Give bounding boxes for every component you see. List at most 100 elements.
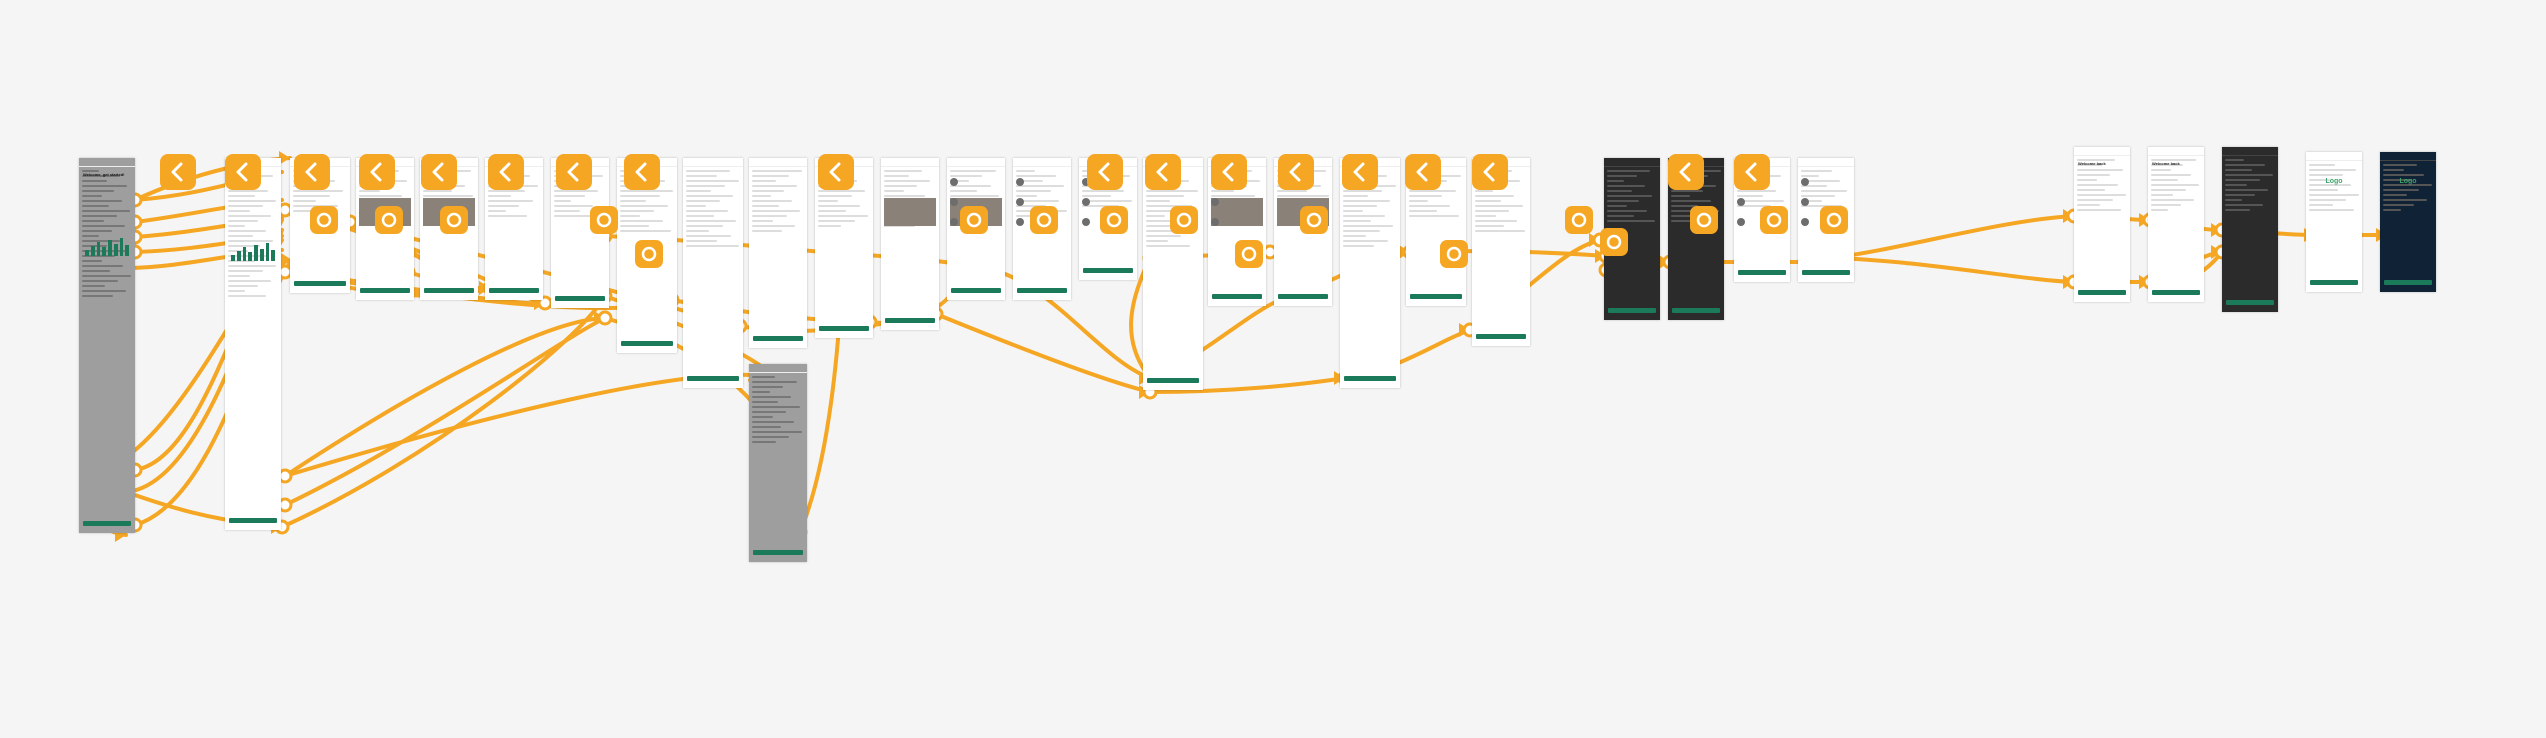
flow-connector-icon[interactable]	[597, 310, 613, 326]
interaction-hotspot[interactable]	[1760, 206, 1788, 234]
interaction-hotspot[interactable]	[1030, 206, 1058, 234]
primary-button[interactable]	[621, 341, 673, 346]
back-navigation-button[interactable]	[1342, 154, 1378, 190]
prototype-screen-frame[interactable]	[749, 364, 807, 562]
primary-button[interactable]	[1017, 288, 1067, 293]
primary-button[interactable]	[83, 521, 131, 526]
back-navigation-button[interactable]	[1405, 154, 1441, 190]
primary-button[interactable]	[819, 326, 869, 331]
prototype-connection[interactable]	[1828, 256, 2076, 284]
interaction-hotspot[interactable]	[310, 206, 338, 234]
screen-content-row	[228, 295, 267, 297]
back-navigation-button[interactable]	[1472, 154, 1508, 190]
primary-button[interactable]	[555, 296, 605, 301]
interaction-hotspot[interactable]	[635, 240, 663, 268]
back-navigation-button[interactable]	[556, 154, 592, 190]
prototype-connection[interactable]	[283, 316, 607, 478]
interaction-hotspot[interactable]	[960, 206, 988, 234]
interaction-hotspot[interactable]	[1100, 206, 1128, 234]
primary-button[interactable]	[885, 318, 935, 323]
prototype-connection[interactable]	[283, 372, 777, 478]
primary-button[interactable]	[1738, 270, 1786, 275]
prototype-screen-frame[interactable]: Logo	[2380, 152, 2436, 292]
prototype-screen-frame[interactable]	[1013, 158, 1071, 300]
primary-button[interactable]	[360, 288, 410, 293]
screen-content-row	[359, 190, 381, 192]
primary-button[interactable]	[1802, 270, 1850, 275]
interaction-hotspot[interactable]	[375, 206, 403, 234]
back-navigation-button[interactable]	[294, 154, 330, 190]
prototype-screen-frame[interactable]	[1340, 158, 1400, 388]
primary-button[interactable]	[2078, 290, 2126, 295]
interaction-hotspot[interactable]	[1690, 206, 1718, 234]
back-navigation-button[interactable]	[160, 154, 196, 190]
back-navigation-button[interactable]	[624, 154, 660, 190]
primary-button[interactable]	[2310, 280, 2358, 285]
prototype-screen-frame[interactable]	[225, 158, 281, 530]
primary-button[interactable]	[229, 518, 277, 523]
primary-button[interactable]	[1278, 294, 1328, 299]
prototype-screen-frame[interactable]	[881, 158, 939, 330]
prototype-screen-frame[interactable]	[749, 158, 807, 348]
primary-button[interactable]	[2226, 300, 2274, 305]
primary-button[interactable]	[1212, 294, 1262, 299]
interaction-hotspot[interactable]	[1235, 240, 1263, 268]
screen-content-row	[2077, 199, 2113, 201]
back-navigation-button[interactable]	[359, 154, 395, 190]
prototype-screen-frame[interactable]	[683, 158, 743, 388]
interaction-hotspot[interactable]	[590, 206, 618, 234]
prototype-screen-frame[interactable]	[2222, 147, 2278, 312]
interaction-hotspot[interactable]	[1440, 240, 1468, 268]
primary-button[interactable]	[1344, 376, 1396, 381]
interaction-hotspot[interactable]	[1820, 206, 1848, 234]
prototype-connection[interactable]	[1148, 376, 1347, 394]
screen-content-row	[1607, 205, 1627, 207]
prototype-connection[interactable]	[983, 266, 1152, 380]
screen-content-row	[423, 195, 474, 197]
back-navigation-button[interactable]	[818, 154, 854, 190]
back-navigation-button[interactable]	[1145, 154, 1181, 190]
prototype-screen-frame[interactable]: Logo	[2306, 152, 2362, 292]
prototype-connection[interactable]	[283, 316, 607, 507]
interaction-hotspot[interactable]	[1170, 206, 1198, 234]
primary-button[interactable]	[1147, 378, 1199, 383]
screen-content-row	[2383, 174, 2425, 176]
primary-button[interactable]	[1083, 268, 1133, 273]
primary-button[interactable]	[687, 376, 739, 381]
prototype-screen-frame[interactable]: Welcome, get started!	[79, 158, 135, 533]
prototype-screen-frame[interactable]: Welcome back	[2074, 147, 2130, 302]
primary-button[interactable]	[1608, 308, 1656, 313]
primary-button[interactable]	[1410, 294, 1462, 299]
primary-button[interactable]	[424, 288, 474, 293]
primary-button[interactable]	[489, 288, 539, 293]
primary-button[interactable]	[951, 288, 1001, 293]
back-navigation-button[interactable]	[421, 154, 457, 190]
primary-button[interactable]	[294, 281, 346, 286]
prototype-connection[interactable]	[1828, 214, 2076, 260]
primary-button[interactable]	[753, 336, 803, 341]
screen-content-row	[752, 376, 776, 378]
screen-content-row	[752, 215, 787, 217]
prototype-screen-frame[interactable]: Welcome back	[2148, 147, 2204, 302]
prototype-connection[interactable]	[934, 312, 1152, 394]
back-navigation-button[interactable]	[225, 154, 261, 190]
back-navigation-button[interactable]	[1668, 154, 1704, 190]
interaction-hotspot[interactable]	[440, 206, 468, 234]
interaction-hotspot[interactable]	[1600, 228, 1628, 256]
prototype-screen-frame[interactable]	[1143, 158, 1203, 390]
back-navigation-button[interactable]	[1278, 154, 1314, 190]
back-navigation-button[interactable]	[488, 154, 524, 190]
interaction-hotspot[interactable]	[1300, 206, 1328, 234]
primary-button[interactable]	[1476, 334, 1526, 339]
screen-content-row	[2225, 204, 2263, 206]
back-navigation-button[interactable]	[1211, 154, 1247, 190]
primary-button[interactable]	[2384, 280, 2432, 285]
primary-button[interactable]	[1672, 308, 1720, 313]
primary-button[interactable]	[2152, 290, 2200, 295]
interaction-hotspot[interactable]	[1565, 206, 1593, 234]
prototype-connection[interactable]	[280, 294, 607, 529]
back-navigation-button[interactable]	[1087, 154, 1123, 190]
back-navigation-button[interactable]	[1734, 154, 1770, 190]
primary-button[interactable]	[753, 550, 803, 555]
